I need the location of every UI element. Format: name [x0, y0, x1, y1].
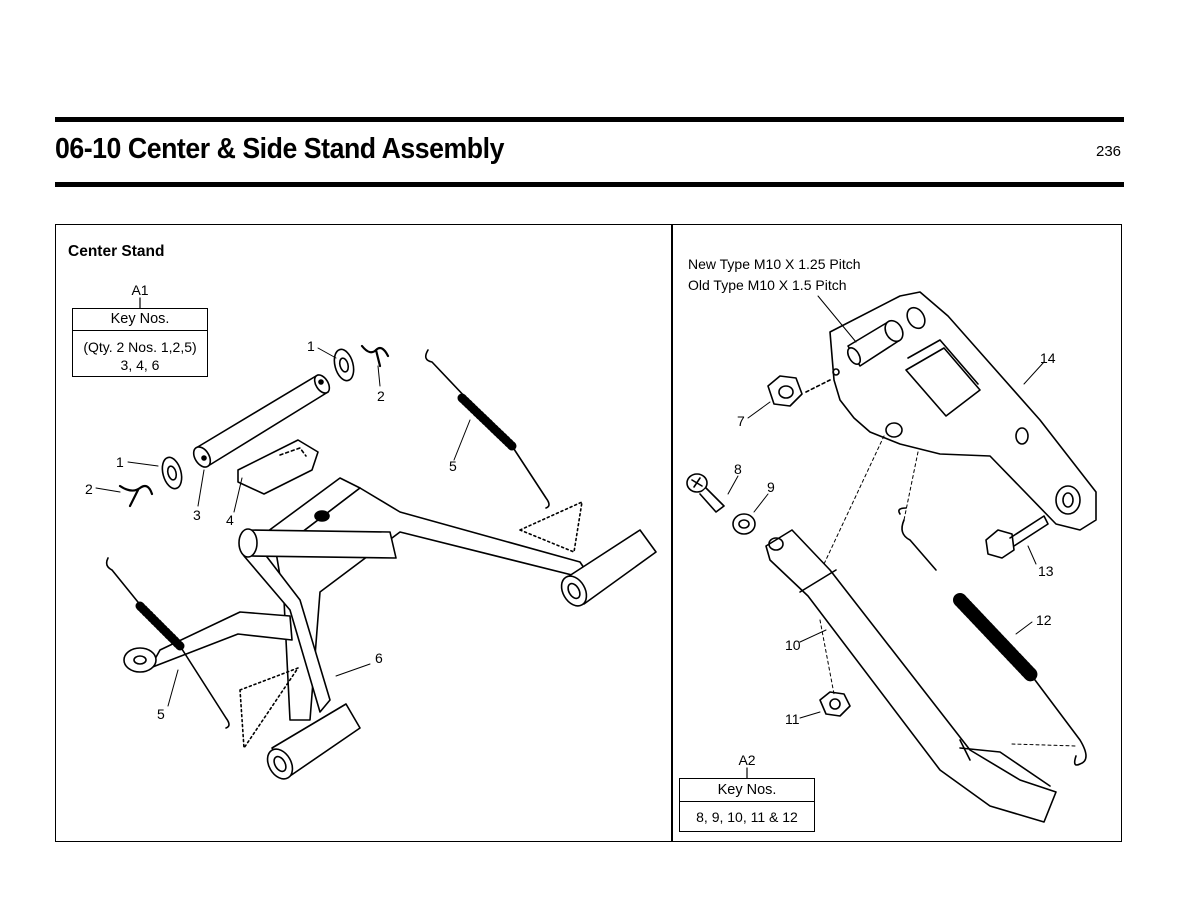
side-stand-bar-part: [765, 529, 1057, 823]
key-header-a2: Key Nos.: [680, 779, 814, 802]
washer-9-part: [732, 513, 756, 535]
callout-1-left: 1: [116, 454, 124, 470]
callout-7: 7: [737, 413, 745, 429]
callout-13: 13: [1038, 563, 1054, 579]
side-stand-drawing: [686, 291, 1097, 823]
washer-part: [161, 348, 355, 490]
callout-leaders-right: [727, 295, 1045, 719]
callout-6: 6: [375, 650, 383, 666]
key-numbers-table-a2: Key Nos. 8, 9, 10, 11 & 12: [679, 778, 815, 832]
assembly-label-a1: A1: [131, 282, 149, 298]
page-title: 06-10 Center & Side Stand Assembly: [55, 133, 504, 165]
bolt-13-part: [985, 515, 1049, 559]
center-stand-title: Center Stand: [68, 243, 165, 260]
page-number: 236: [1096, 143, 1122, 160]
return-spring-part: [105, 349, 550, 729]
side-spring-part: [898, 507, 1087, 766]
callout-11: 11: [785, 711, 800, 727]
key-header: Key Nos.: [73, 309, 207, 331]
callout-12: 12: [1036, 612, 1052, 628]
thread-note-old: Old Type M10 X 1.5 Pitch: [688, 277, 847, 293]
key-line-a2: 8, 9, 10, 11 & 12: [696, 809, 798, 825]
assembly-guide-lines: [819, 435, 1077, 747]
callout-8: 8: [734, 461, 742, 477]
mounting-bracket-part: [829, 291, 1097, 531]
key-line-1: (Qty. 2 Nos. 1,2,5): [83, 339, 197, 355]
bracket-plate-part: [237, 439, 319, 495]
callout-2-left: 2: [85, 481, 93, 497]
nut-part: [767, 375, 831, 407]
nut-11-part: [819, 691, 851, 717]
bottom-rule: [55, 182, 1124, 187]
top-rule: [55, 117, 1124, 122]
callout-14: 14: [1040, 350, 1056, 366]
center-stand-drawing: [95, 344, 657, 780]
key-numbers-table-a1: Key Nos. (Qty. 2 Nos. 1,2,5) 3, 4, 6: [72, 308, 208, 377]
center-stand-frame-part: [123, 477, 657, 780]
panel-divider: [671, 225, 673, 842]
stud-part: [846, 306, 926, 367]
callout-10: 10: [785, 637, 801, 653]
callout-5-left: 5: [157, 706, 165, 722]
bolt-part: [686, 473, 725, 513]
callout-1-top: 1: [307, 338, 315, 354]
pivot-pin-part: [192, 374, 331, 468]
key-line-2: 3, 4, 6: [120, 357, 160, 373]
callout-3: 3: [193, 507, 201, 523]
assembly-label-a2: A2: [738, 752, 756, 768]
thread-note-new: New Type M10 X 1.25 Pitch: [688, 256, 861, 272]
clip-part: [118, 344, 390, 508]
callout-5-right: 5: [449, 458, 457, 474]
callout-4: 4: [226, 512, 234, 528]
callout-leaders: [95, 347, 471, 707]
diagram-frame: [55, 224, 1122, 842]
callout-2-top: 2: [377, 388, 385, 404]
callout-9: 9: [767, 479, 775, 495]
